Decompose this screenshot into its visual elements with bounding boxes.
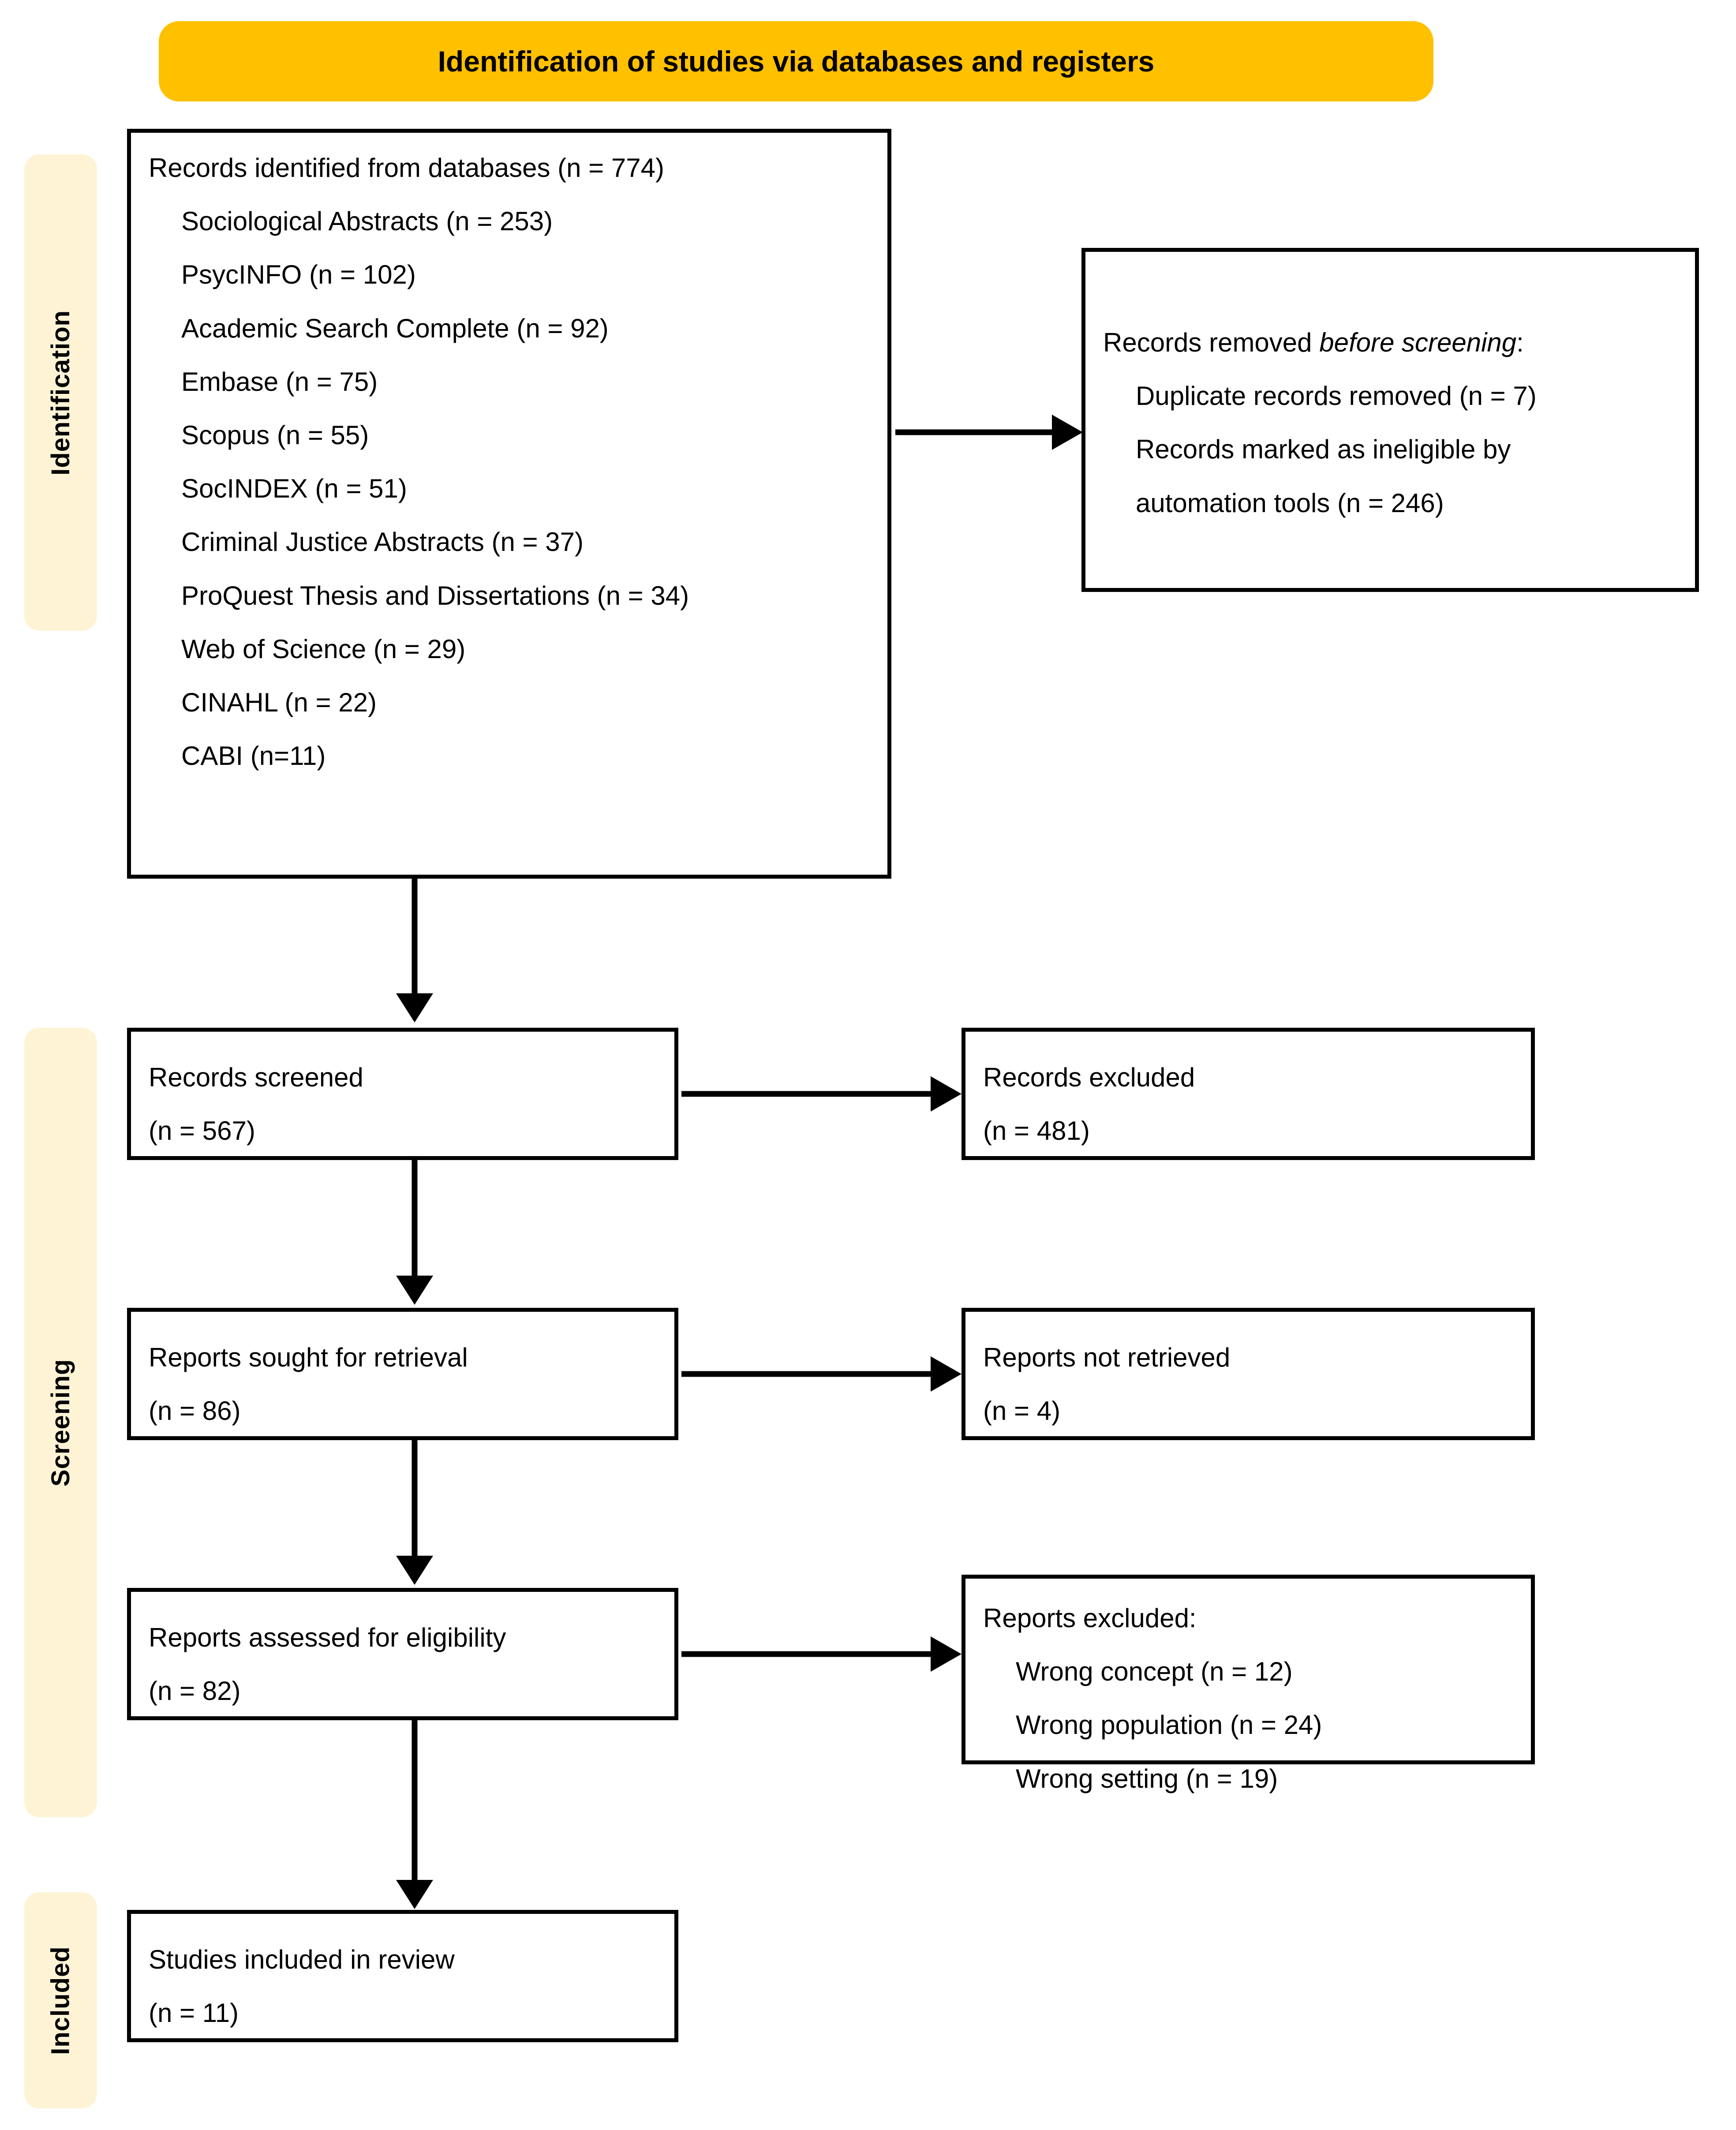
arrow-identified-to-removed (895, 406, 1085, 459)
source-academic-search-complete: Academic Search Complete (n = 92) (181, 313, 609, 343)
source-proquest-thesis-dissertations: ProQuest Thesis and Dissertations (n = 3… (181, 580, 689, 610)
box-records-removed-before-screening: Records removed before screening: Duplic… (1081, 248, 1699, 592)
records-excluded-count: (n = 481) (983, 1116, 1090, 1146)
records-removed-heading: Records removed before screening: (1103, 322, 1677, 363)
box-studies-included-in-review: Studies included in review (n = 11) (127, 1910, 678, 2042)
box-reports-sought-for-retrieval: Reports sought for retrieval (n = 86) (127, 1308, 678, 1440)
removed-ineligible-automation-line1: Records marked as ineligible by (1136, 434, 1511, 464)
arrow-assessed-to-excluded (681, 1628, 964, 1681)
source-web-of-science: Web of Science (n = 29) (181, 634, 466, 664)
box-records-excluded: Records excluded (n = 481) (962, 1028, 1535, 1160)
records-identified-heading: Records identified from databases (n = 7… (149, 153, 664, 183)
records-screened-label: Records screened (149, 1063, 363, 1092)
reports-not-retrieved-label: Reports not retrieved (983, 1343, 1231, 1372)
records-removed-heading-italic: before screening (1319, 328, 1517, 357)
source-socindex: SocINDEX (n = 51) (181, 474, 407, 504)
box-reports-not-retrieved: Reports not retrieved (n = 4) (962, 1308, 1535, 1440)
source-psycinfo: PsycINFO (n = 102) (181, 260, 416, 290)
box-records-identified: Records identified from databases (n = 7… (127, 129, 891, 879)
box-reports-assessed-for-eligibility: Reports assessed for eligibility (n = 82… (127, 1588, 678, 1720)
phase-strip-screening: Screening (24, 1028, 97, 1817)
exclusion-reason-wrong-setting: Wrong setting (n = 19) (1016, 1763, 1278, 1793)
phase-label-identification: Identification (46, 310, 75, 475)
records-excluded-label: Records excluded (983, 1063, 1195, 1092)
box-records-screened: Records screened (n = 567) (127, 1028, 678, 1160)
arrow-sought-to-assessed (388, 1440, 441, 1586)
phase-label-included: Included (46, 1946, 75, 2055)
arrow-screened-to-reports-sought (388, 1160, 441, 1306)
reports-excluded-heading: Reports excluded: (983, 1603, 1197, 1633)
source-criminal-justice-abstracts: Criminal Justice Abstracts (n = 37) (181, 527, 584, 557)
identification-stage-banner-label: Identification of studies via databases … (438, 45, 1155, 78)
source-sociological-abstracts: Sociological Abstracts (n = 253) (181, 206, 553, 236)
studies-included-count: (n = 11) (149, 1998, 239, 2028)
reports-sought-label: Reports sought for retrieval (149, 1343, 468, 1372)
exclusion-reason-wrong-population: Wrong population (n = 24) (1016, 1710, 1322, 1740)
reports-assessed-count: (n = 82) (149, 1676, 241, 1706)
arrow-assessed-to-included (388, 1720, 441, 1910)
source-embase: Embase (n = 75) (181, 367, 378, 397)
removed-ineligible-automation-line2: automation tools (n = 246) (1136, 488, 1444, 518)
phase-strip-included: Included (24, 1892, 97, 2108)
reports-not-retrieved-count: (n = 4) (983, 1396, 1061, 1426)
records-removed-heading-suffix: : (1516, 328, 1524, 357)
source-cabi: CABI (n=11) (181, 741, 326, 771)
box-reports-excluded: Reports excluded: Wrong concept (n = 12)… (962, 1575, 1535, 1793)
phase-strip-identification: Identification (24, 154, 97, 631)
reports-sought-count: (n = 86) (149, 1396, 241, 1426)
arrow-sought-to-not-retrieved (681, 1348, 964, 1400)
studies-included-label: Studies included in review (149, 1945, 455, 1974)
exclusion-reason-wrong-concept: Wrong concept (n = 12) (1016, 1657, 1293, 1687)
phase-label-screening: Screening (46, 1359, 75, 1486)
arrow-screened-to-excluded (681, 1067, 964, 1120)
source-scopus: Scopus (n = 55) (181, 420, 369, 450)
source-cinahl: CINAHL (n = 22) (181, 687, 377, 717)
records-removed-heading-prefix: Records removed (1103, 328, 1320, 357)
records-screened-count: (n = 567) (149, 1116, 255, 1146)
reports-assessed-label: Reports assessed for eligibility (149, 1623, 506, 1652)
identification-stage-banner: Identification of studies via databases … (159, 21, 1433, 101)
removed-duplicate-records: Duplicate records removed (n = 7) (1136, 381, 1537, 411)
arrow-identified-to-screened (388, 878, 441, 1023)
